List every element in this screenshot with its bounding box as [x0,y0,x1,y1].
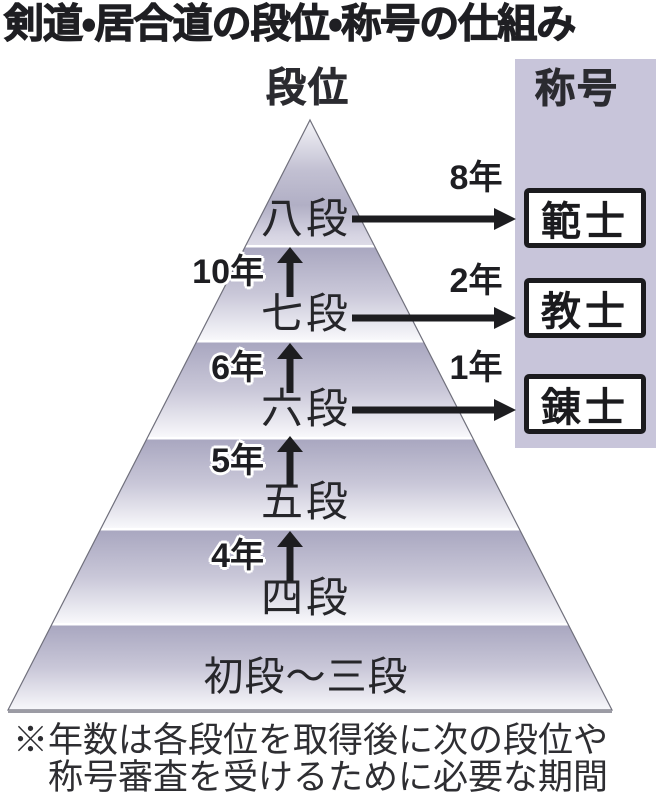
promotion-years-label: 6年 [211,349,264,387]
pyramid-band-8dan [246,121,374,245]
promotion-years-label: 4年 [211,537,264,575]
promotion-6years: 6年 [211,343,303,393]
promotion-years-label: 5年 [211,442,264,480]
footnote-line1: ※年数は各段位を取得後に次の段位や [13,721,609,760]
up-arrow-icon [277,247,303,297]
pyramid-band-5dan [101,439,519,528]
promotion-5years: 5年 [211,436,303,486]
level-label-8dan: 八段 [260,195,352,242]
shogo-header: 称号 [535,67,619,111]
pyramid-band-shodan [8,625,612,710]
level-label-7dan: 七段 [260,290,352,337]
shogo-box-kyoshi: 教士 [524,278,646,338]
dan-header: 段位 [266,66,350,110]
shogo-box-renshi: 錬士 [524,374,646,434]
level-label-4dan: 四段 [260,574,352,621]
shogo-box-hanshi: 範士 [524,188,646,248]
up-arrow-icon [277,436,303,486]
right-arrow-icon [352,208,516,230]
pyramid-band-4dan [52,530,568,623]
shogo-years-hanshi: 8年 [449,159,503,197]
level-label-5dan: 五段 [260,478,352,525]
promotion-4years: 4年 [211,531,303,581]
level-label-6dan: 六段 [260,385,352,432]
up-arrow-icon [277,343,303,393]
promotion-years-label: 10年 [192,253,264,291]
promotion-10years: 10年 [192,247,303,297]
page-title: 剣道・居合道の段位・称号の仕組み [3,1,576,46]
footnote: ※年数は各段位を取得後に次の段位や 称号審査を受けるために必要な期間 [13,722,658,796]
up-arrow-icon [277,531,303,581]
shogo-years-kyoshi: 2年 [449,262,503,300]
right-arrow-icon [352,399,516,421]
shogo-years-renshi: 1年 [449,349,503,387]
footnote-line2: 称号審査を受けるために必要な期間 [48,758,609,797]
level-label-shodan: 初段～三段 [203,655,409,699]
right-arrow-icon [352,307,516,329]
